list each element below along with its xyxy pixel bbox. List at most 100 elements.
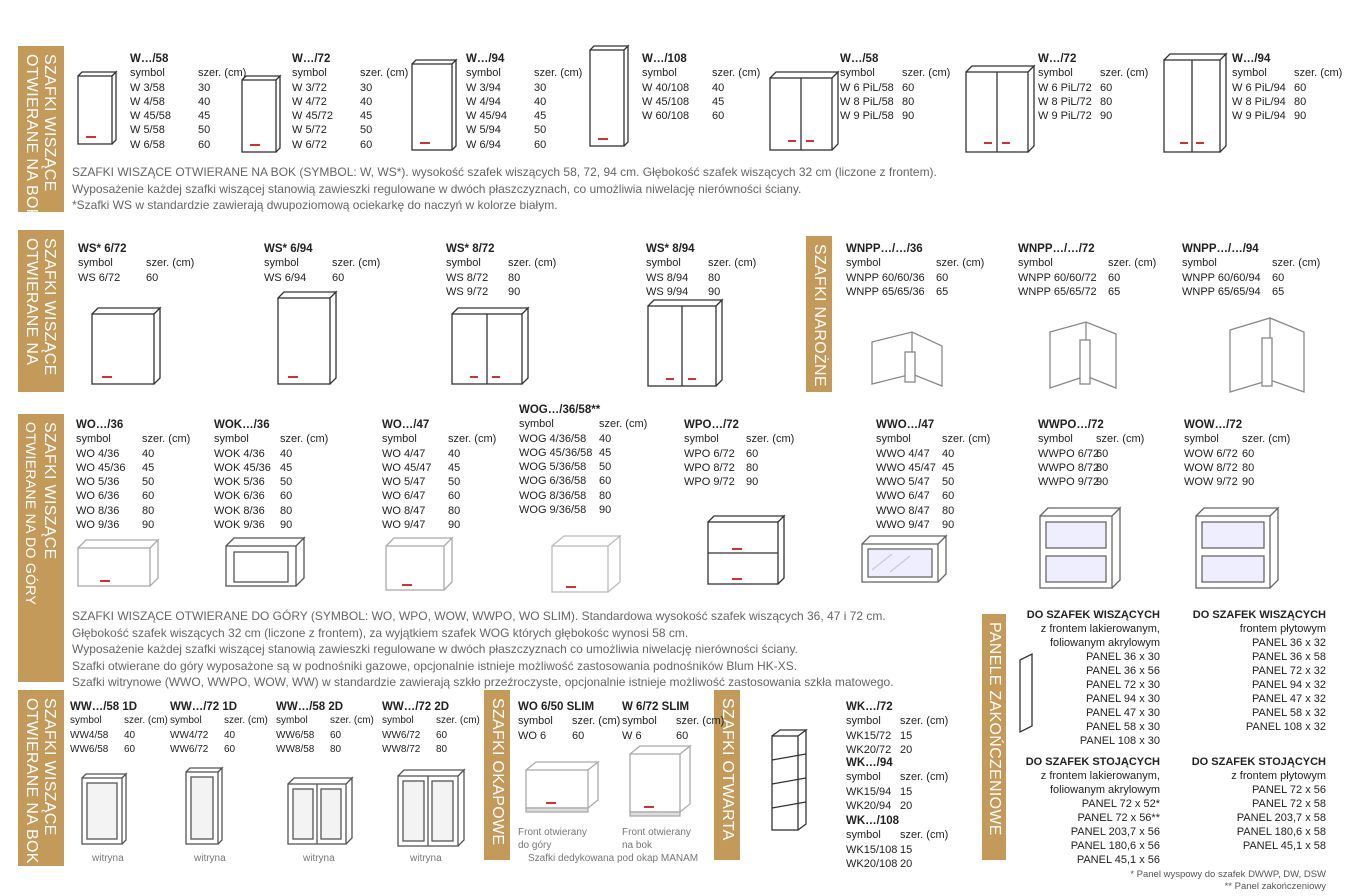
header-symbol: symbol	[1038, 433, 1073, 446]
band-side-hinged-2	[18, 230, 64, 392]
row-symbol: W 45/108	[642, 95, 690, 108]
row-symbol: W 9 PiL/94	[1232, 110, 1286, 123]
row-symbol: WWO 8/47	[876, 504, 930, 517]
row-width: 50	[448, 476, 461, 489]
cabinet-wok36-icon	[225, 536, 306, 587]
row-width: 90	[1242, 476, 1255, 489]
row-width: 60	[572, 729, 585, 742]
header-symbol: symbol	[840, 67, 875, 80]
row-width: 45	[599, 446, 612, 459]
row-symbol: WO 6/47	[382, 490, 426, 503]
group-header: symbol szer. (cm)	[846, 714, 948, 728]
cabinet-wnpp94-icon	[1229, 317, 1305, 393]
header-size: szer. (cm)	[124, 715, 168, 727]
row-width: 30	[534, 81, 547, 94]
row-width: 80	[1294, 95, 1307, 108]
group-title: WOG…/36/58**	[519, 404, 601, 416]
band-open	[714, 690, 740, 860]
row-width: 60	[142, 490, 155, 503]
row-symbol: WOK 9/36	[214, 519, 265, 532]
cabinet-wog-icon	[551, 534, 622, 593]
row-width: 50	[360, 124, 373, 137]
header-size: szer. (cm)	[360, 67, 409, 80]
row-symbol: W 45/72	[292, 110, 333, 123]
row-width: 50	[198, 124, 211, 137]
row-symbol: WPO 6/72	[684, 447, 735, 460]
row-width: 90	[142, 519, 155, 532]
row-symbol: WS 8/72	[446, 271, 489, 284]
group-title: WK…/72	[846, 701, 893, 713]
group-title: W…/108	[642, 53, 687, 65]
group-title: WNPP…/…/94	[1182, 243, 1259, 255]
row-symbol: WNPP 60/60/72	[1018, 271, 1097, 284]
row-symbol: WK20/72	[846, 743, 892, 756]
header-symbol: symbol	[1182, 257, 1217, 270]
row-symbol: W 5/72	[292, 124, 327, 137]
header-size: szer. (cm)	[332, 257, 381, 270]
row-symbol: W 45/58	[130, 110, 171, 123]
header-size: szer. (cm)	[900, 715, 949, 728]
row-width: 50	[534, 124, 547, 137]
cabinet-wk-icon	[771, 728, 808, 831]
header-size: szer. (cm)	[1108, 257, 1157, 270]
header-symbol: symbol	[170, 715, 202, 727]
note-lift-up: SZAFKI WISZĄCE OTWIERANE DO GÓRY (SYMBOL…	[72, 609, 894, 689]
cabinet-ww722d-icon	[397, 768, 466, 847]
row-symbol: W 40/108	[642, 81, 690, 94]
cabinet-w108-icon	[589, 44, 630, 147]
header-size: szer. (cm)	[198, 67, 247, 80]
caption-witryna-1: witryna	[92, 853, 124, 864]
row-width: 80	[142, 504, 155, 517]
row-symbol: WOK 5/36	[214, 476, 265, 489]
row-symbol: WNPP 60/60/36	[846, 271, 925, 284]
row-width: 45	[448, 461, 461, 474]
header-symbol: symbol	[846, 771, 881, 784]
row-symbol: WW8/58	[276, 743, 315, 755]
caption-witryna-4: witryna	[410, 853, 442, 864]
group-title: WWO…/47	[876, 419, 935, 431]
row-symbol: W 4/94	[466, 95, 501, 108]
row-width: 60	[198, 138, 211, 151]
header-symbol: symbol	[214, 433, 249, 446]
row-width: 60	[330, 729, 342, 741]
row-width: 45	[280, 461, 293, 474]
cabinet-w58-icon	[77, 70, 118, 145]
header-symbol: symbol	[846, 715, 881, 728]
cabinet-w94-icon	[411, 58, 458, 151]
group-title: WNPP…/…/36	[846, 243, 923, 255]
group-title: W…/58	[130, 53, 169, 65]
row-width: 80	[448, 504, 461, 517]
row-symbol: WO 8/47	[382, 504, 426, 517]
